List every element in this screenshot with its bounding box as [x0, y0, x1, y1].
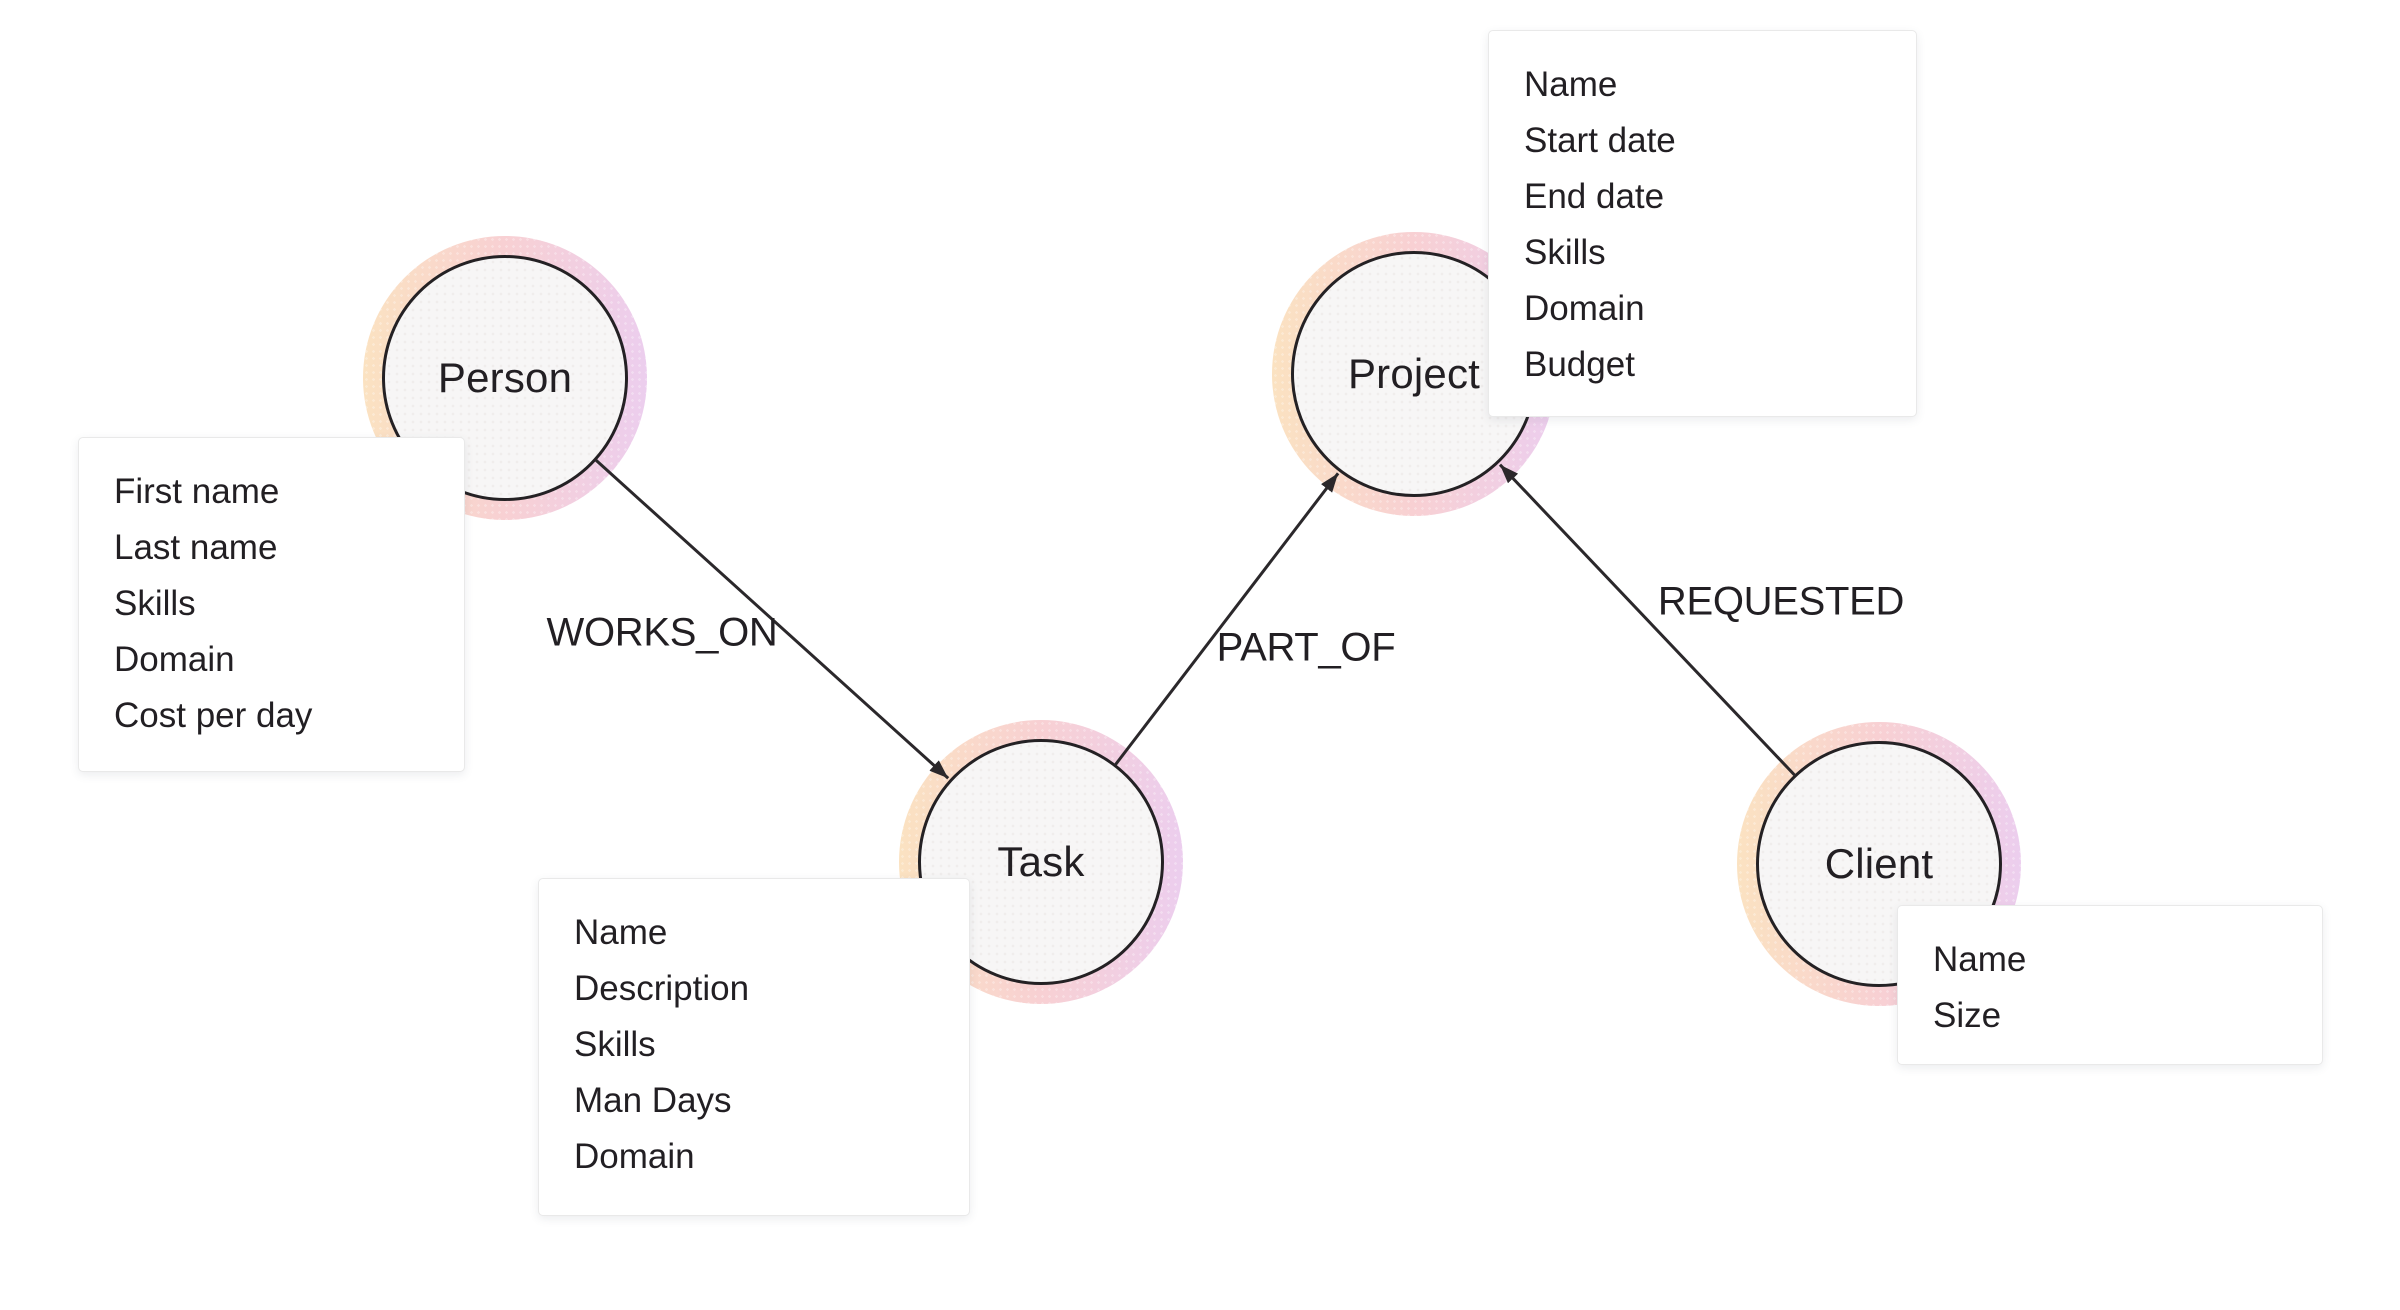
task-property-item: Name — [574, 913, 668, 952]
node-client-label: Client — [1824, 840, 1934, 887]
task-property-item: Domain — [574, 1137, 695, 1176]
edge-requested[interactable] — [1498, 463, 1797, 777]
task-property-item: Description — [574, 969, 750, 1008]
project-property-item: Name — [1524, 65, 1618, 104]
project-property-item: Skills — [1524, 233, 1606, 272]
person-property-item: Domain — [114, 640, 235, 679]
edge-part-of[interactable] — [1113, 472, 1340, 767]
edge-works-on[interactable] — [594, 458, 950, 780]
project-property-item: Budget — [1524, 345, 1635, 384]
client-property-item: Name — [1933, 940, 2027, 979]
node-project-label: Project — [1347, 350, 1481, 397]
edge-works-on-label[interactable]: WORKS_ON — [546, 610, 778, 655]
node-person-label: Person — [437, 354, 573, 401]
task-property-item: Man Days — [574, 1081, 732, 1120]
node-task-label: Task — [997, 838, 1085, 885]
person-property-item: Cost per day — [114, 696, 313, 735]
project-property-item: Domain — [1524, 289, 1645, 328]
client-property-item: Size — [1933, 996, 2002, 1035]
person-property-item: Last name — [114, 528, 278, 567]
node-person[interactable]: Person — [363, 236, 647, 520]
project-property-item: End date — [1524, 177, 1665, 216]
task-property-item: Skills — [574, 1025, 656, 1064]
person-property-item: First name — [114, 472, 280, 511]
edge-part-of-label[interactable]: PART_OF — [1216, 625, 1396, 670]
edge-requested-label[interactable]: REQUESTED — [1657, 579, 1905, 624]
project-property-item: Start date — [1524, 121, 1676, 160]
node-person-circle: Person — [382, 255, 628, 501]
person-property-item: Skills — [114, 584, 196, 623]
